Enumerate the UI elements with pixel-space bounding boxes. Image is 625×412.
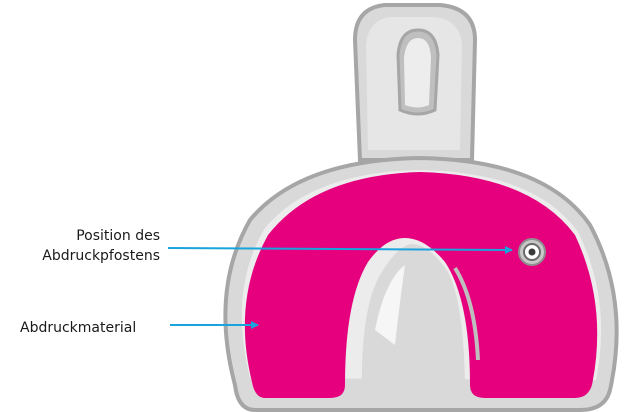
label-post-position: Position des Abdruckpfostens bbox=[42, 226, 160, 266]
label-post-line1: Position des bbox=[76, 228, 160, 244]
palate-area bbox=[361, 244, 480, 398]
impression-post bbox=[518, 238, 546, 266]
tray-handle bbox=[352, 3, 478, 162]
label-post-line2: Abdruckpfostens bbox=[42, 248, 160, 264]
impression-material bbox=[244, 172, 598, 398]
label-impression-material: Abdruckmaterial bbox=[20, 320, 137, 336]
arrow-to-post bbox=[167, 245, 513, 254]
